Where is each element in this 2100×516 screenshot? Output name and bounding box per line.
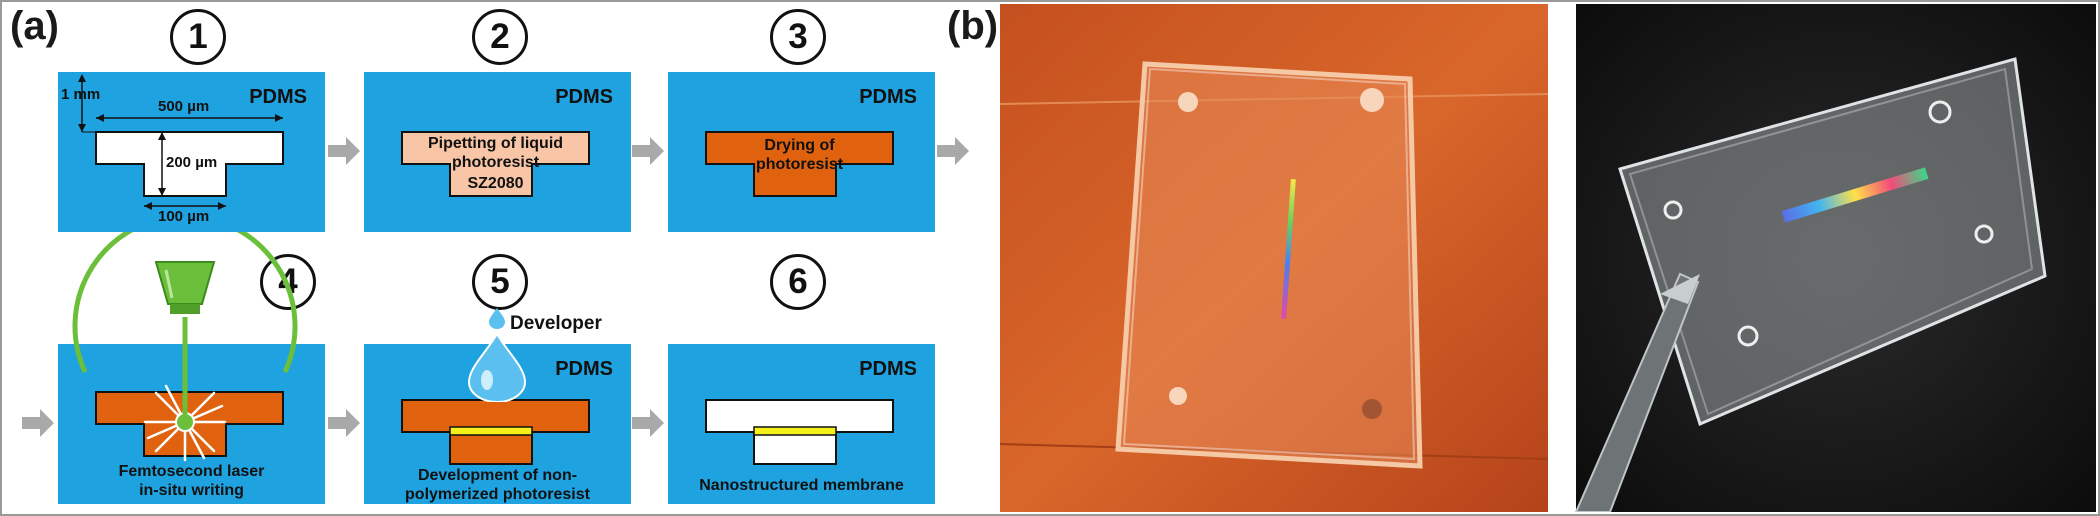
step-5-caption-line-2: polymerized photoresist bbox=[405, 486, 590, 503]
panel-a-label: (a) bbox=[10, 4, 59, 48]
tweezers-icon bbox=[1574, 272, 1700, 512]
step-1-box: PDMS 1 mm 500 µm 200 µm 100 µm bbox=[58, 72, 325, 232]
step-6-number: 6 bbox=[770, 254, 826, 310]
step-2-caption-line-3: SZ2080 bbox=[467, 175, 524, 192]
dim-width-bottom-label: 100 µm bbox=[158, 208, 210, 225]
step-2-caption-line-1: Pipetting of liquid bbox=[427, 135, 564, 152]
step-4-caption-line-2: in-situ writing bbox=[139, 482, 244, 499]
step-3-box: PDMS Drying of photoresist bbox=[668, 72, 935, 232]
channel-cross-section bbox=[78, 74, 284, 210]
step-5-number: 5 bbox=[472, 254, 528, 310]
pdms-label: PDMS bbox=[859, 86, 917, 108]
photo-panel bbox=[1000, 4, 2096, 512]
pdms-label: PDMS bbox=[249, 86, 307, 108]
objective-lens-icon bbox=[154, 261, 216, 305]
step-5-box: PDMS Development of non- polymerized pho… bbox=[364, 344, 631, 504]
femtosecond-laser bbox=[72, 232, 298, 422]
panel-b-label: (b) bbox=[947, 4, 999, 48]
step-4-box: Femtosecond laser in-situ writing bbox=[58, 344, 325, 504]
dim-width-top-label: 500 µm bbox=[158, 98, 210, 115]
step-1-number: 1 bbox=[170, 9, 226, 65]
arrow-2-3 bbox=[632, 137, 664, 165]
dim-depth-label: 1 mm bbox=[61, 86, 101, 103]
laser-writing-cross-section bbox=[95, 382, 284, 462]
step-4-caption-line-1: Femtosecond laser bbox=[118, 463, 265, 480]
pdms-label: PDMS bbox=[555, 86, 613, 108]
step-2-box: PDMS Pipetting of liquid photoresist SZ2… bbox=[364, 72, 631, 232]
pdms-label: PDMS bbox=[859, 358, 917, 380]
developer-drop-icon bbox=[467, 308, 527, 402]
step-6-caption: Nanostructured membrane bbox=[699, 477, 904, 494]
step-3-caption-line-1: Drying of bbox=[764, 137, 835, 154]
dried-photoresist-fill bbox=[705, 131, 894, 197]
photo-chip-on-orange bbox=[1000, 4, 1549, 512]
development-cross-section bbox=[401, 399, 590, 465]
membrane-cross-section bbox=[705, 399, 894, 465]
step-3-caption-line-2: photoresist bbox=[755, 156, 844, 173]
step-5-caption-line-1: Development of non- bbox=[417, 467, 578, 484]
arrow-1-2 bbox=[328, 137, 360, 165]
step-2-caption-line-2: photoresist bbox=[451, 154, 540, 171]
liquid-photoresist-fill bbox=[401, 131, 590, 197]
step-6-box: PDMS Nanostructured membrane bbox=[668, 344, 935, 504]
arrow-into-4 bbox=[22, 409, 54, 437]
dim-height-label: 200 µm bbox=[166, 154, 218, 171]
step-3-number: 3 bbox=[770, 9, 826, 65]
step-2-number: 2 bbox=[472, 9, 528, 65]
arrow-3-4 bbox=[937, 137, 969, 165]
photo-chip-with-tweezers bbox=[1574, 4, 2096, 512]
arrow-4-5 bbox=[328, 409, 360, 437]
developer-label: Developer bbox=[510, 313, 602, 334]
pdms-label: PDMS bbox=[555, 358, 613, 380]
arrow-5-6 bbox=[632, 409, 664, 437]
